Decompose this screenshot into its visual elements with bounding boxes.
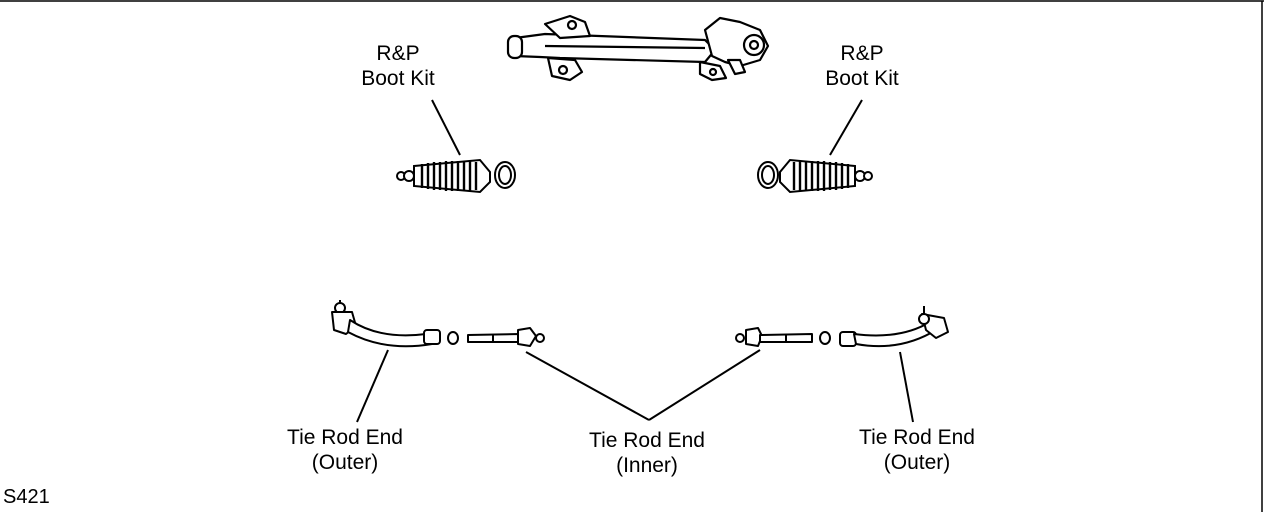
boot-kit-label-right-line1: R&P xyxy=(840,42,884,65)
boot-kit-label-left-line2: Boot Kit xyxy=(361,67,435,90)
tie-rod-inner-label-line1: Tie Rod End xyxy=(589,429,705,452)
tie-rod-outer-label-right: Tie Rod End (Outer) xyxy=(859,425,975,475)
tie-rod-outer-label-left-line2: (Outer) xyxy=(311,451,379,474)
right-outer-tie-rod-icon xyxy=(819,306,949,348)
steering-rack-icon xyxy=(506,14,770,82)
left-outer-tie-rod-icon xyxy=(331,300,459,348)
tie-rod-outer-label-right-line2: (Outer) xyxy=(883,451,951,474)
tie-rod-inner-label-line2: (Inner) xyxy=(616,454,678,477)
tie-rod-outer-label-left-line1: Tie Rod End xyxy=(287,426,403,449)
left-inner-tie-rod-icon xyxy=(467,327,545,347)
tie-rod-outer-label-left: Tie Rod End (Outer) xyxy=(287,425,403,475)
right-boot-kit-icon xyxy=(757,158,873,194)
figure-code: S421 xyxy=(3,486,50,508)
boot-kit-label-right: R&P Boot Kit xyxy=(825,41,899,91)
boot-kit-label-left-line1: R&P xyxy=(376,42,420,65)
right-inner-tie-rod-icon xyxy=(735,327,813,347)
tie-rod-inner-label: Tie Rod End (Inner) xyxy=(589,428,705,478)
leader-lines xyxy=(356,99,914,423)
tie-rod-outer-label-right-line1: Tie Rod End xyxy=(859,426,975,449)
boot-kit-label-left: R&P Boot Kit xyxy=(361,41,435,91)
boot-kit-label-right-line2: Boot Kit xyxy=(825,67,899,90)
left-boot-kit-icon xyxy=(396,158,516,194)
